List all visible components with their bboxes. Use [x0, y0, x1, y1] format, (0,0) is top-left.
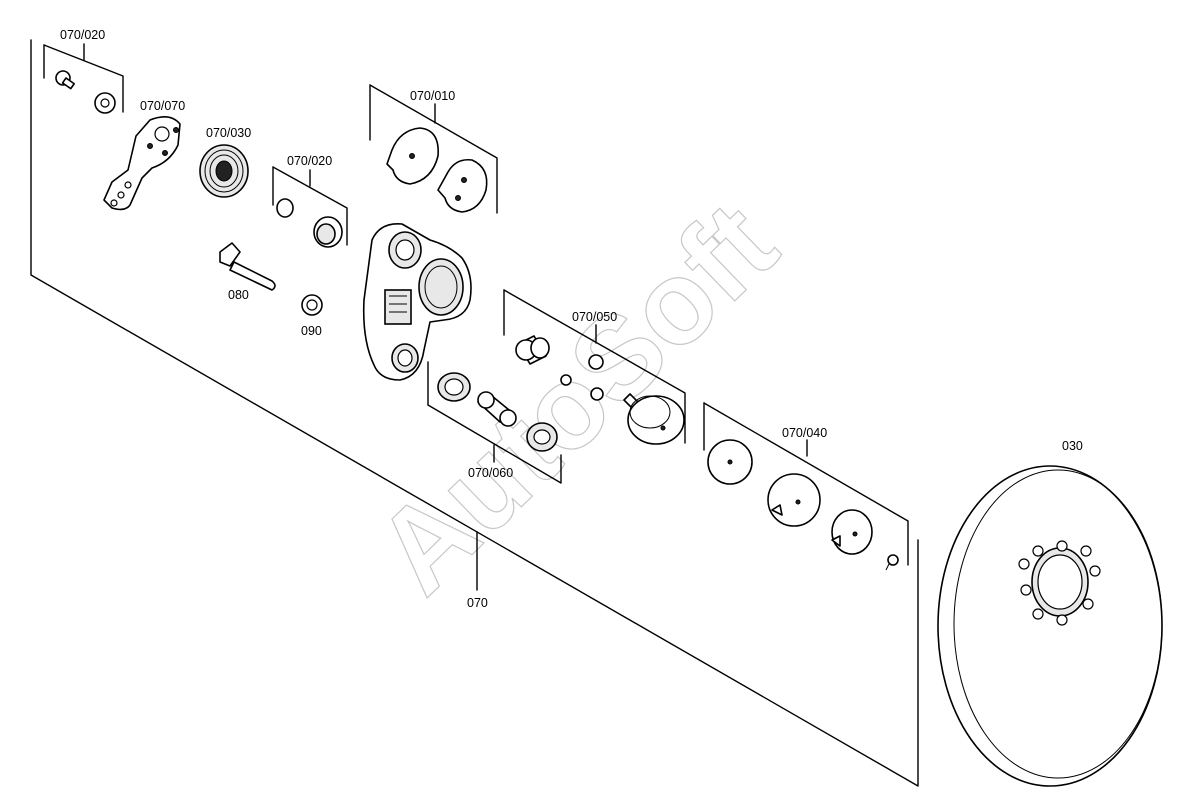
bolt-part-080: [219, 242, 276, 291]
small-screw-part-2: [885, 554, 899, 571]
disc-plate-part: [707, 439, 753, 485]
label-070-020-mid: 070/020: [287, 154, 332, 168]
label-070-020-top: 070/020: [60, 28, 105, 42]
brake-disc-part-030: [937, 465, 1163, 787]
bellows-boot-part: [199, 144, 249, 198]
brake-pad-left-part: [386, 127, 439, 185]
group-bracket-070-010: [369, 84, 498, 214]
piston-part: [623, 393, 685, 445]
label-070-030: 070/030: [206, 126, 251, 140]
group-bracket-070-040: [703, 402, 909, 566]
group-bracket-070-020-mid: [272, 166, 348, 246]
label-070-070: 070/070: [140, 99, 185, 113]
washer-part: [94, 92, 116, 114]
label-030: 030: [1062, 439, 1083, 453]
washer-part-090: [301, 294, 323, 316]
guide-pin-part: [477, 391, 517, 427]
retainer-plate-part: [831, 509, 873, 555]
sleeve-part: [515, 335, 550, 365]
bushing-part: [313, 216, 343, 248]
ball-part-2: [590, 387, 604, 401]
label-070-040: 070/040: [782, 426, 827, 440]
dust-cap-part: [526, 422, 558, 452]
group-bracket-070-020-top: [43, 43, 124, 113]
small-ring-part: [588, 354, 604, 370]
caliper-housing-part: [362, 223, 472, 381]
lever-arm-part: [103, 116, 181, 211]
label-090: 090: [301, 324, 322, 338]
label-070: 070: [467, 596, 488, 610]
assembly-bracket-070: [30, 39, 919, 787]
group-bracket-070-050: [503, 289, 686, 444]
label-080: 080: [228, 288, 249, 302]
o-ring-part: [276, 198, 294, 218]
brake-pad-right-part: [437, 158, 488, 213]
label-070-050: 070/050: [572, 310, 617, 324]
adjuster-cap-part: [767, 473, 821, 527]
group-bracket-070-060: [427, 361, 562, 484]
small-screw-part: [55, 70, 75, 90]
seal-ring-part: [437, 372, 471, 402]
ball-part: [560, 374, 572, 386]
label-070-010: 070/010: [410, 89, 455, 103]
label-070-060: 070/060: [468, 466, 513, 480]
